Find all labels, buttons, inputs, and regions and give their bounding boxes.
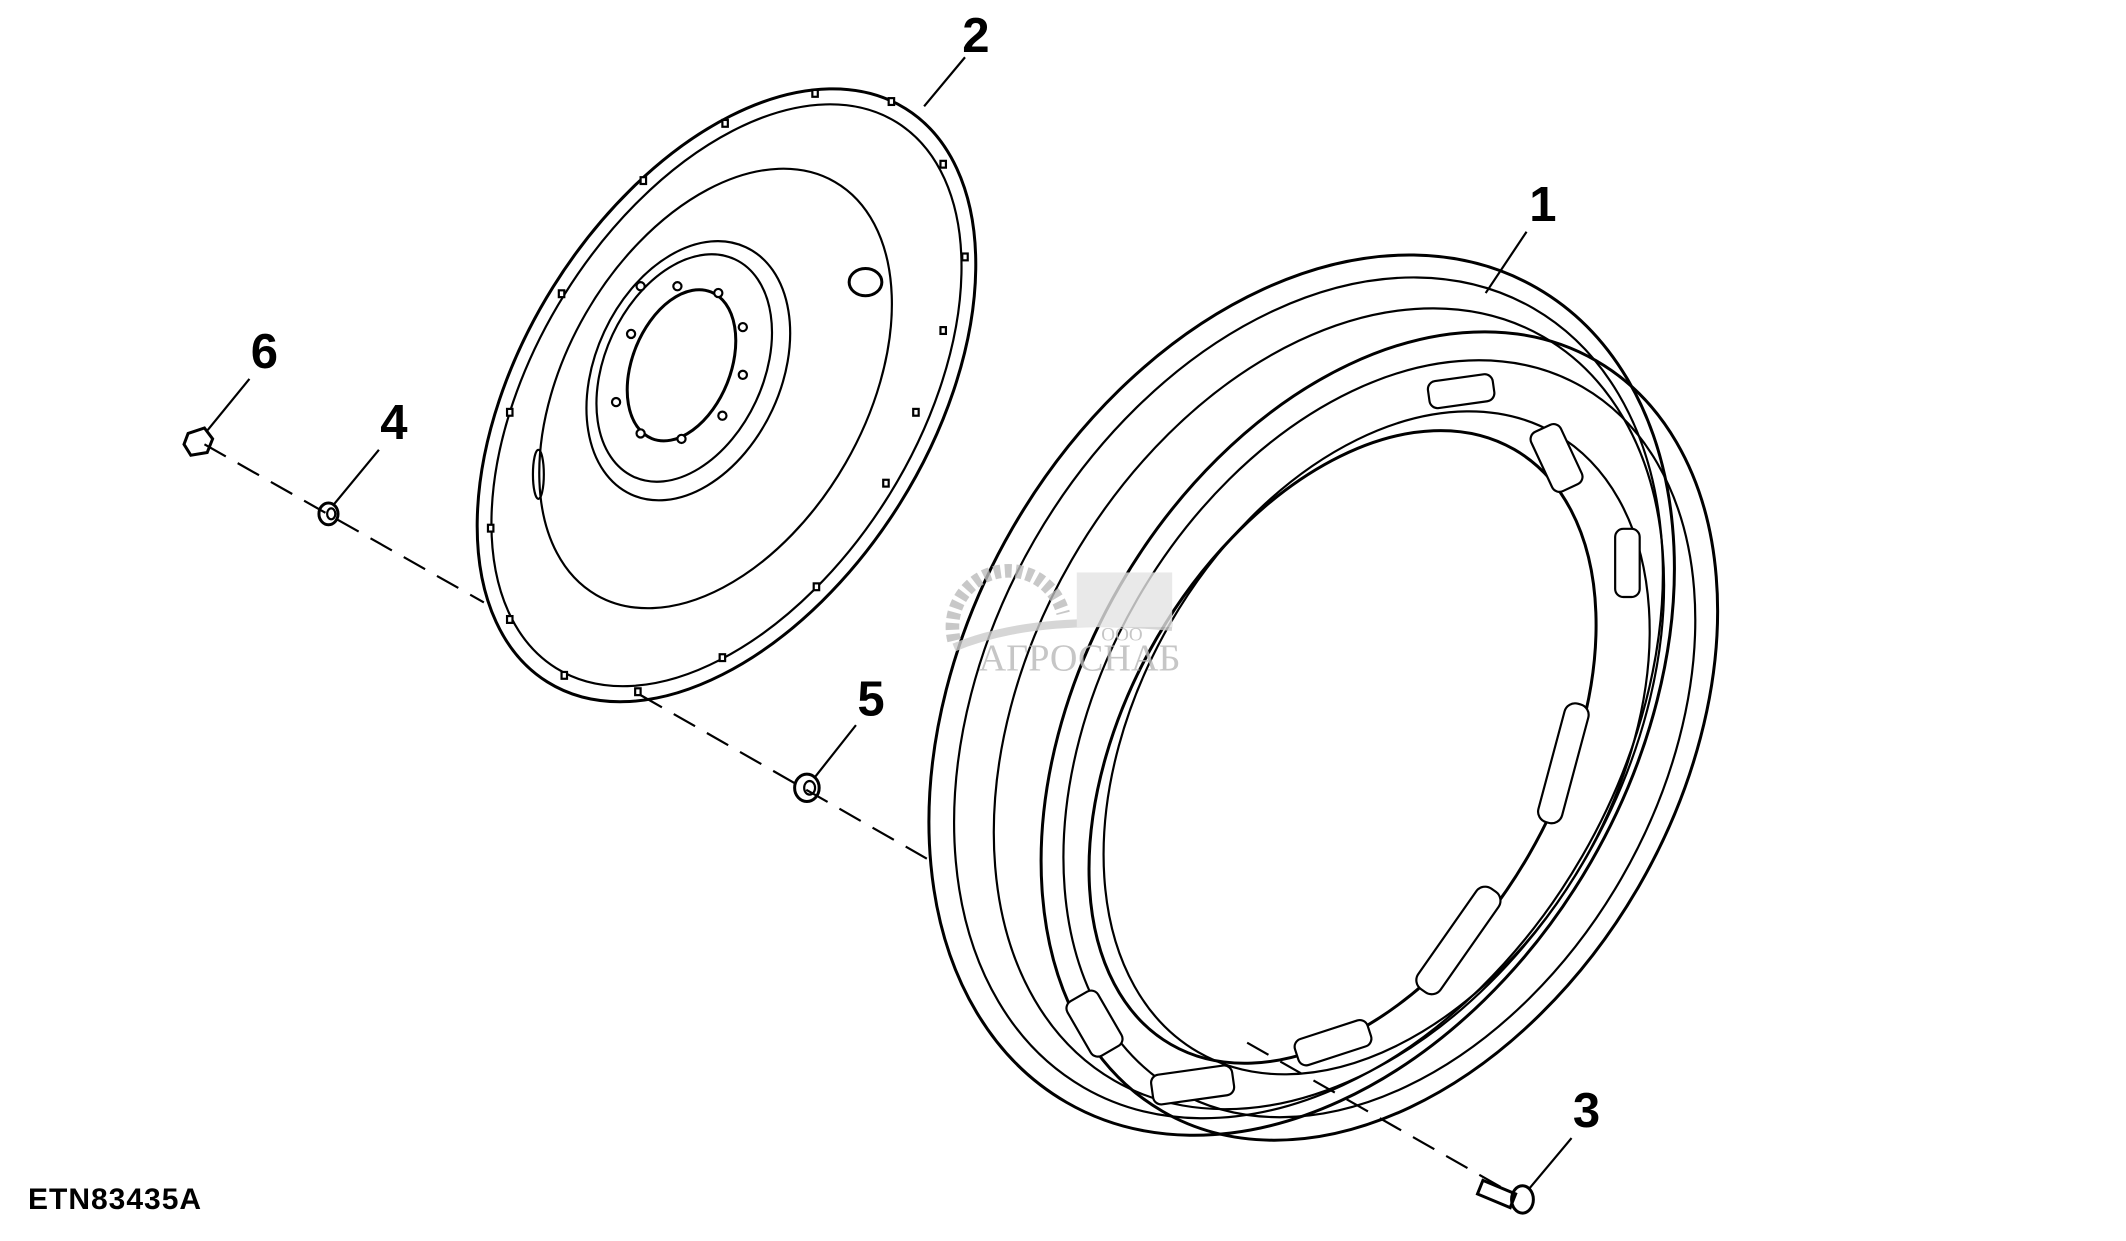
figure-id: ETN83435A xyxy=(28,1183,203,1216)
wheel-rim xyxy=(927,253,1720,1142)
washer-4 xyxy=(317,501,340,527)
rim-slots xyxy=(1065,373,1641,1106)
callout-2: 2 xyxy=(962,9,989,63)
washer-5 xyxy=(793,772,821,803)
callout-3: 3 xyxy=(1573,1084,1600,1138)
callout-5: 5 xyxy=(857,673,884,727)
watermark-prefix: ООО xyxy=(1101,625,1142,646)
assembly-line-lower xyxy=(1246,1041,1514,1195)
watermark-name: АГРОСНАБ xyxy=(979,638,1181,680)
disc-bolt-holes xyxy=(610,281,749,445)
leader-lines xyxy=(206,56,1573,1190)
wheel-disc xyxy=(475,87,978,704)
callout-1: 1 xyxy=(1529,178,1556,232)
nut-6 xyxy=(182,426,215,457)
callout-6: 6 xyxy=(251,325,278,379)
bolt-3 xyxy=(1475,1178,1535,1215)
callout-4: 4 xyxy=(380,396,408,450)
assembly-line-upper xyxy=(203,443,928,860)
watermark-logo: ООО АГРОСНАБ xyxy=(945,563,1181,680)
disc-rim-holes xyxy=(486,88,969,697)
